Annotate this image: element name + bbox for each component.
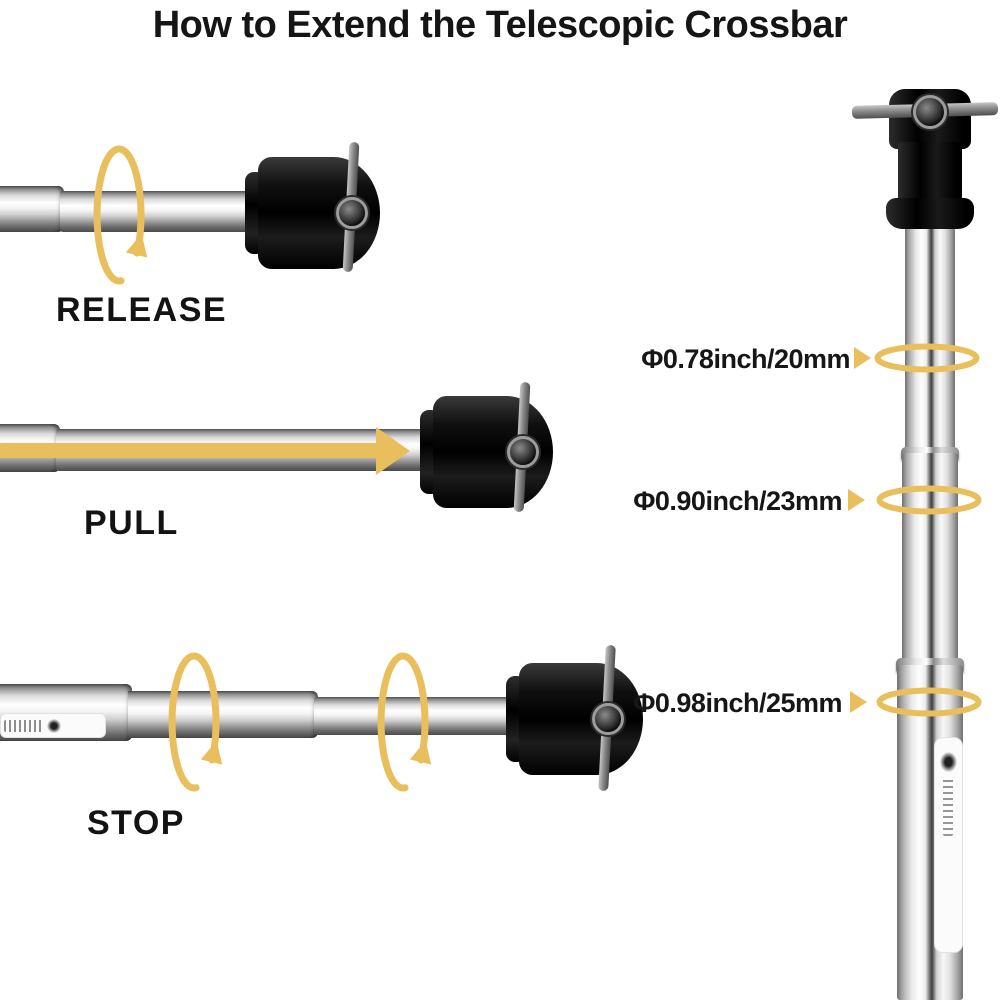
page-title: How to Extend the Telescopic Crossbar [152, 4, 848, 46]
diameter-label: Φ0.90inch/23mm [633, 486, 842, 516]
pointer-triangle-icon [854, 347, 871, 369]
diameter-label: Φ0.98inch/25mm [633, 688, 842, 718]
sticker-logo-mark [47, 719, 61, 733]
stop-middle-tube [128, 691, 318, 738]
stop-locking-cap [519, 663, 643, 775]
pole-segment-thin [905, 227, 955, 453]
step-pull-label: PULL [84, 504, 179, 542]
stop-tube-sticker [0, 713, 106, 738]
pointer-triangle-icon [850, 691, 867, 713]
pole-label-sticker [934, 737, 963, 953]
diameter-ring-icon [876, 485, 982, 515]
pull-arrow-shaft [0, 443, 378, 458]
diameter-ring-icon [874, 343, 980, 373]
pole-cap-flare [886, 198, 974, 229]
sticker-print-marks [4, 720, 44, 732]
pull-pin-hub [507, 436, 539, 468]
sticker-logo-mark [940, 752, 957, 772]
release-outer-tube [0, 186, 64, 232]
sticker-print-marks [943, 778, 953, 836]
step-stop-label: STOP [87, 804, 185, 842]
diameter-ring-icon [876, 687, 982, 717]
rotate-arrow-icon [168, 652, 223, 792]
pole-pin-hub [913, 95, 947, 129]
pole-cap-middle [898, 142, 962, 204]
rotate-arrow-icon [377, 652, 432, 792]
step-release-label: RELEASE [56, 291, 228, 329]
stop-pin-hub [592, 703, 624, 735]
release-pin-hub [336, 197, 368, 229]
pointer-triangle-icon [848, 489, 865, 511]
diameter-label: Φ0.78inch/20mm [641, 344, 850, 374]
rotate-arrow-icon [93, 145, 148, 285]
release-inner-tube [60, 191, 258, 232]
stop-inner-tube [314, 697, 516, 735]
pull-arrow-head [376, 427, 410, 475]
